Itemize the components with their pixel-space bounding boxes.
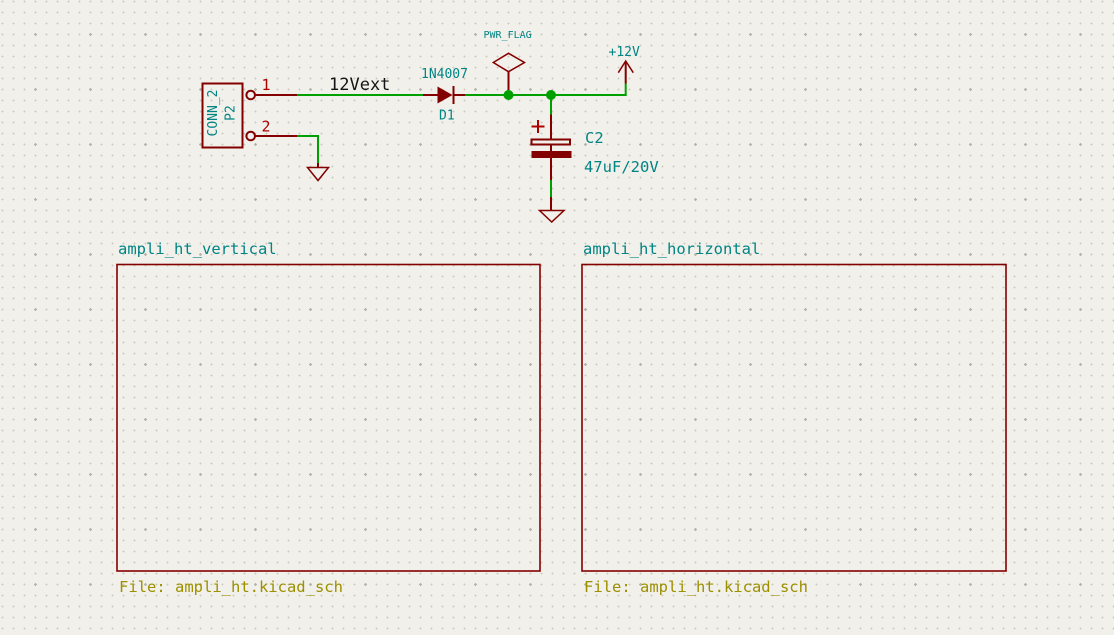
capacitor-value-label[interactable]: 47uF/20V [584,158,659,176]
connector-pin1-number: 1 [262,76,271,94]
power-12v-label[interactable]: +12V [609,45,640,60]
power-12v-symbol[interactable]: +12V [609,45,640,84]
capacitor-plate-bottom [531,151,572,158]
power-flag-diamond [491,52,527,73]
connector-value-label[interactable]: CONN_2 [206,90,221,137]
ground-symbol-cap[interactable] [537,197,566,224]
sheet-ampli-ht-horizontal[interactable]: ampli_ht_horizontal File: ampli_ht.kicad… [581,240,1007,596]
power-12v-arrowhead [617,59,634,74]
sheet-file-label[interactable]: File: ampli_ht.kicad_sch [119,578,343,596]
net-label-12vext[interactable]: 12Vext [329,75,390,95]
junction-dot-pwrflag[interactable] [503,90,514,100]
power-flag-symbol[interactable]: PWR_FLAG [484,30,532,95]
sheet-outline[interactable] [116,263,541,572]
sheet-file-label[interactable]: File: ampli_ht.kicad_sch [584,578,808,596]
diode-value-label[interactable]: 1N4007 [421,67,468,82]
connector-reference-label[interactable]: P2 [224,105,239,121]
ground-symbol-pin2[interactable] [305,163,331,182]
diode-triangle [437,86,453,104]
sheet-ampli-ht-vertical[interactable]: ampli_ht_vertical File: ampli_ht.kicad_s… [116,240,541,596]
capacitor-reference-label[interactable]: C2 [585,129,604,147]
connector-pin2-circle [245,130,256,142]
sheet-name-label[interactable]: ampli_ht_vertical [118,240,277,258]
connector-pin2-number: 2 [262,118,271,136]
diode-reference-label[interactable]: D1 [439,109,455,124]
capacitor-plate-top [530,138,571,146]
sheet-name-label[interactable]: ampli_ht_horizontal [583,240,760,258]
capacitor-c2-symbol[interactable]: C2 47uF/20V [530,114,659,181]
sheet-outline[interactable] [581,263,1007,572]
power-flag-label[interactable]: PWR_FLAG [484,30,532,41]
wires [297,83,627,197]
connector-pin1-circle [245,89,256,101]
diode-d1-symbol[interactable]: 1N4007 D1 [421,67,468,124]
connector-p2-symbol[interactable]: CONN_2 P2 1 2 [201,76,298,149]
ground-triangle [305,166,331,182]
ground-triangle [537,209,566,224]
connector-body [201,82,244,149]
junction-dot-cap[interactable] [546,90,556,100]
